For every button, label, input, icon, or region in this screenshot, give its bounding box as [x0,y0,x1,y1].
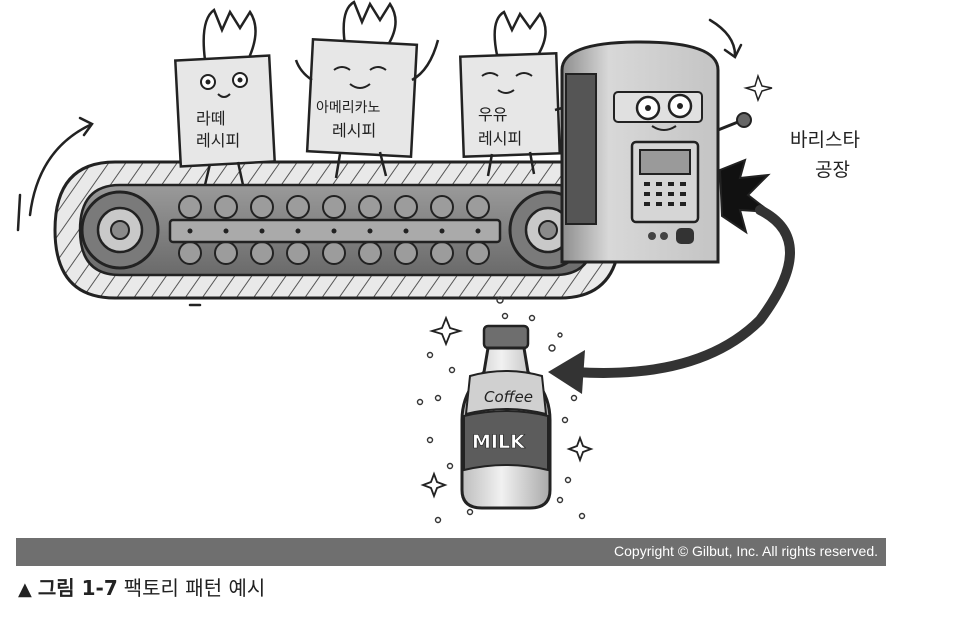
factory-pattern-illustration: 라떼 레시피 아메리카노 레시피 우유 레시피 [16,0,860,524]
factory-label-line2: 공장 [815,159,850,181]
bottle-top-label: Coffee [484,388,533,406]
left-gear [80,190,160,270]
bubble-dots [416,296,586,524]
coffee-milk-bottle: Coffee MILK [460,324,552,510]
americano-recipe-card: 아메리카노 레시피 [294,0,440,179]
factory-label-line1: 바리스타 [790,129,860,151]
latte-recipe-card: 라떼 레시피 [173,8,277,186]
milk-recipe-card: 우유 레시피 [458,10,595,177]
conveyor-belt [53,160,622,300]
sparkles [420,315,594,499]
latte-line1: 라떼 [196,109,225,128]
americano-line2: 레시피 [332,121,376,140]
barista-machine [560,40,774,264]
milk-line2: 레시피 [478,129,522,148]
bottle-main-label: MILK [472,431,526,453]
caption-marker: ▲ [18,579,32,600]
caption-label: 그림 1-7 [37,576,118,600]
copyright-bar: Copyright © Gilbut, Inc. All rights rese… [16,538,886,566]
copyright-text: Copyright © Gilbut, Inc. All rights rese… [614,543,878,559]
latte-line2: 레시피 [196,131,240,150]
caption-text: 팩토리 패턴 예시 [123,576,266,600]
output-arrow [548,205,795,394]
americano-line1: 아메리카노 [316,100,381,116]
milk-line1: 우유 [478,105,507,124]
